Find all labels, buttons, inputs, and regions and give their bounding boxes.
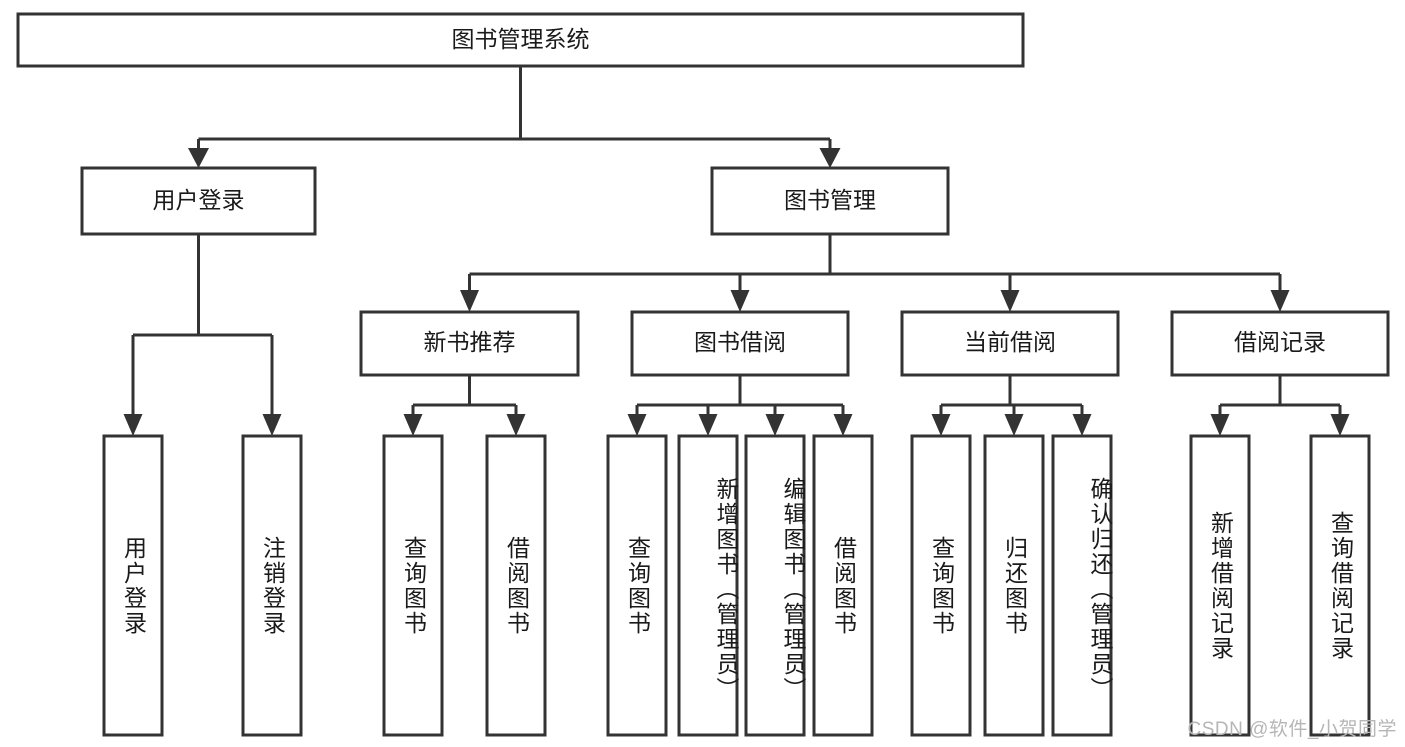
arrow-leaf-logout	[262, 414, 282, 436]
node-book-management-label: 图书管理	[784, 187, 876, 213]
node-root[interactable]: 图书管理系统	[16, 12, 1025, 68]
node-borrow-record-box[interactable]	[1170, 310, 1390, 377]
arrow-book-borrow	[730, 290, 750, 312]
node-new-book-recommend[interactable]: 新书推荐	[359, 310, 580, 377]
connector-group-root-to-level2	[188, 66, 841, 168]
arrow-leaf-confirm-return	[1072, 414, 1092, 436]
node-leaf-add-book-box[interactable]	[677, 434, 739, 737]
connector-group-current-borrow-to-leaves	[931, 375, 1092, 436]
node-leaf-borrow-book-box[interactable]	[812, 434, 874, 737]
node-leaf-logout-box[interactable]	[241, 434, 303, 737]
connector-group-new-book-recommend-to-leaves	[403, 375, 526, 436]
arrow-leaf-add-borrow-record	[1210, 414, 1230, 436]
connector-group-book-management-to-level3	[460, 234, 1290, 312]
node-leaf-user-login-box[interactable]	[102, 434, 164, 737]
arrow-new-book-recommend	[460, 290, 479, 312]
node-current-borrow-label: 当前借阅	[964, 329, 1056, 355]
node-new-book-recommend-box[interactable]	[359, 310, 580, 377]
arrow-leaf-borrow-book-recommend	[506, 414, 526, 436]
node-leaf-add-borrow-record-box[interactable]	[1189, 434, 1251, 737]
node-leaf-query-book-recommend-box[interactable]	[382, 434, 444, 737]
node-user-login-label: 用户登录	[153, 187, 245, 213]
arrow-current-borrow	[1000, 290, 1020, 312]
arrow-book-management	[819, 148, 841, 168]
arrow-leaf-borrow-book	[833, 414, 853, 436]
node-new-book-recommend-label: 新书推荐	[424, 329, 516, 355]
arrow-leaf-user-login	[123, 414, 143, 436]
arrow-leaf-add-book	[698, 414, 718, 436]
connector-group-user-login-to-leaves	[123, 234, 282, 436]
arrow-leaf-edit-book	[765, 414, 785, 436]
node-borrow-record-label: 借阅记录	[1234, 329, 1326, 355]
node-leaf-query-book-current-box[interactable]	[910, 434, 972, 737]
node-leaf-query-book-borrow-box[interactable]	[606, 434, 668, 737]
connector-group-book-borrow-to-leaves	[627, 375, 853, 436]
node-leaf-confirm-return-box[interactable]	[1051, 434, 1113, 737]
arrow-leaf-return-book	[1004, 414, 1024, 436]
connector-group-borrow-record-to-leaves	[1210, 375, 1350, 436]
node-leaf-query-borrow-record-box[interactable]	[1309, 434, 1371, 737]
arrow-leaf-query-book-borrow	[627, 414, 647, 436]
node-book-borrow-label: 图书借阅	[694, 329, 786, 355]
arrow-leaf-query-book-current	[931, 414, 951, 436]
arrow-leaf-query-borrow-record	[1330, 414, 1350, 436]
node-current-borrow[interactable]: 当前借阅	[900, 310, 1120, 377]
node-book-borrow[interactable]: 图书借阅	[630, 310, 850, 377]
node-leaf-borrow-book-recommend-box[interactable]	[485, 434, 547, 737]
node-leaf-return-book-box[interactable]	[983, 434, 1045, 737]
node-leaf-edit-book-box[interactable]	[744, 434, 806, 737]
node-user-login[interactable]: 用户登录	[80, 166, 317, 236]
node-book-management-box[interactable]	[710, 166, 950, 236]
node-book-borrow-box[interactable]	[630, 310, 850, 377]
node-book-management[interactable]: 图书管理	[710, 166, 950, 236]
node-borrow-record[interactable]: 借阅记录	[1170, 310, 1390, 377]
arrow-user-login	[188, 148, 209, 168]
arrow-borrow-record	[1270, 290, 1290, 312]
node-current-borrow-box[interactable]	[900, 310, 1120, 377]
node-root-label: 图书管理系统	[452, 26, 590, 52]
arrow-leaf-query-book-recommend	[403, 414, 423, 436]
csdn-watermark: CSDN @软件_小贺同学	[1187, 719, 1397, 740]
node-user-login-box[interactable]	[80, 166, 317, 236]
node-root-box[interactable]	[16, 12, 1025, 68]
